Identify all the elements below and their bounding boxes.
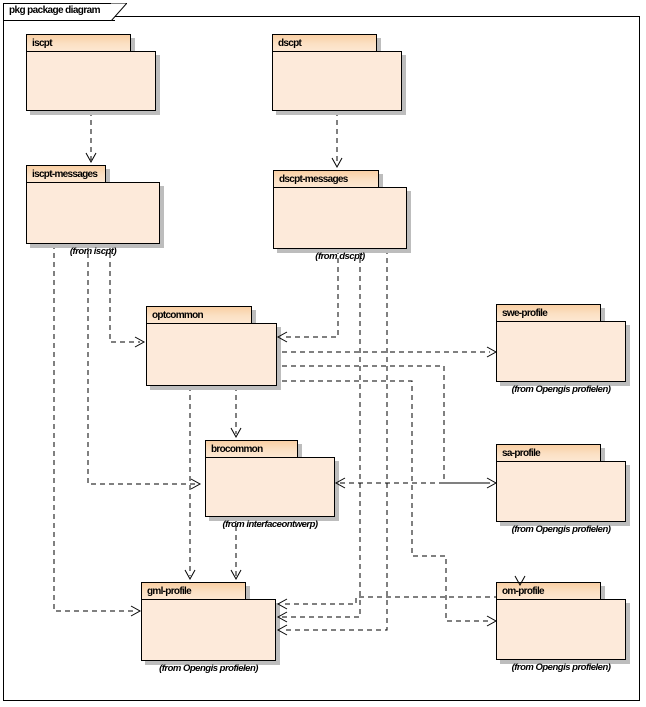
package-label-dscpt-messages: dscpt-messages — [279, 174, 348, 185]
package-body-swe-profile — [496, 321, 626, 382]
package-gml-profile[interactable]: gml-profile — [141, 582, 276, 661]
package-dscpt[interactable]: dscpt — [272, 34, 402, 111]
package-tab-dscpt-messages: dscpt-messages — [273, 170, 379, 188]
package-iscpt-messages[interactable]: iscpt-messages — [26, 165, 160, 244]
dep-om-return-to-gml-profile — [282, 582, 521, 605]
package-tab-gml-profile: gml-profile — [141, 582, 246, 600]
dep-optcommon-to-om-profile — [282, 380, 490, 622]
package-dscpt-messages[interactable]: dscpt-messages — [273, 170, 407, 249]
package-body-iscpt-messages — [26, 182, 160, 244]
package-from-om-profile: (from Opengis profielen) — [511, 662, 611, 673]
package-tab-brocommon: brocommon — [205, 440, 298, 458]
package-tab-iscpt: iscpt — [26, 34, 131, 52]
package-label-swe-profile: swe-profile — [502, 308, 548, 319]
package-label-brocommon: brocommon — [211, 444, 263, 455]
package-tab-swe-profile: swe-profile — [496, 304, 601, 322]
dep-dscpt-messages-to-optcommon — [282, 249, 339, 338]
diagram-frame-tab-slant — [111, 3, 127, 21]
package-body-sa-profile — [496, 461, 626, 522]
package-tab-iscpt-messages: iscpt-messages — [26, 165, 106, 183]
package-label-iscpt-messages: iscpt-messages — [32, 169, 98, 180]
package-optcommon[interactable]: optcommon — [146, 306, 277, 386]
package-label-sa-profile: sa-profile — [502, 448, 541, 459]
package-label-gml-profile: gml-profile — [147, 586, 192, 597]
package-from-gml-profile: (from Opengis profielen) — [159, 663, 258, 674]
package-body-optcommon — [146, 323, 277, 386]
package-body-om-profile — [496, 599, 626, 660]
dep-dscpt-messages-to-gml-profile — [282, 249, 361, 618]
package-om-profile[interactable]: om-profile — [496, 582, 626, 660]
package-body-gml-profile — [141, 599, 276, 661]
package-sa-profile[interactable]: sa-profile — [496, 444, 626, 522]
package-from-iscpt-messages: (from iscpt) — [69, 246, 117, 257]
dep-dscpt-messages-to-gml-profile-2 — [282, 249, 388, 631]
package-body-brocommon — [205, 457, 335, 517]
diagram-frame-tab — [3, 3, 115, 21]
package-iscpt[interactable]: iscpt — [26, 34, 156, 111]
package-brocommon[interactable]: brocommon — [205, 440, 335, 517]
package-label-dscpt: dscpt — [278, 38, 302, 49]
package-swe-profile[interactable]: swe-profile — [496, 304, 626, 382]
package-label-iscpt: iscpt — [32, 38, 53, 49]
package-from-brocommon: (from interfaceontwerp) — [222, 519, 318, 530]
package-tab-dscpt: dscpt — [272, 34, 377, 52]
package-from-sa-profile: (from Opengis profielen) — [511, 524, 611, 535]
dep-iscpt-messages-to-optcommon — [109, 244, 140, 343]
package-body-dscpt-messages — [273, 187, 407, 249]
package-tab-optcommon: optcommon — [146, 306, 252, 324]
package-from-dscpt-messages: (from dscpt) — [315, 251, 365, 262]
dep-iscpt-messages-to-gml-profile — [53, 244, 136, 612]
package-tab-om-profile: om-profile — [496, 582, 601, 600]
package-from-swe-profile: (from Opengis profielen) — [511, 384, 611, 395]
package-tab-sa-profile: sa-profile — [496, 444, 601, 462]
package-body-dscpt — [272, 51, 402, 111]
package-body-iscpt — [26, 51, 156, 111]
package-label-om-profile: om-profile — [502, 586, 545, 597]
package-label-optcommon: optcommon — [152, 310, 204, 321]
diagram-title: pkg package diagram — [9, 5, 100, 16]
